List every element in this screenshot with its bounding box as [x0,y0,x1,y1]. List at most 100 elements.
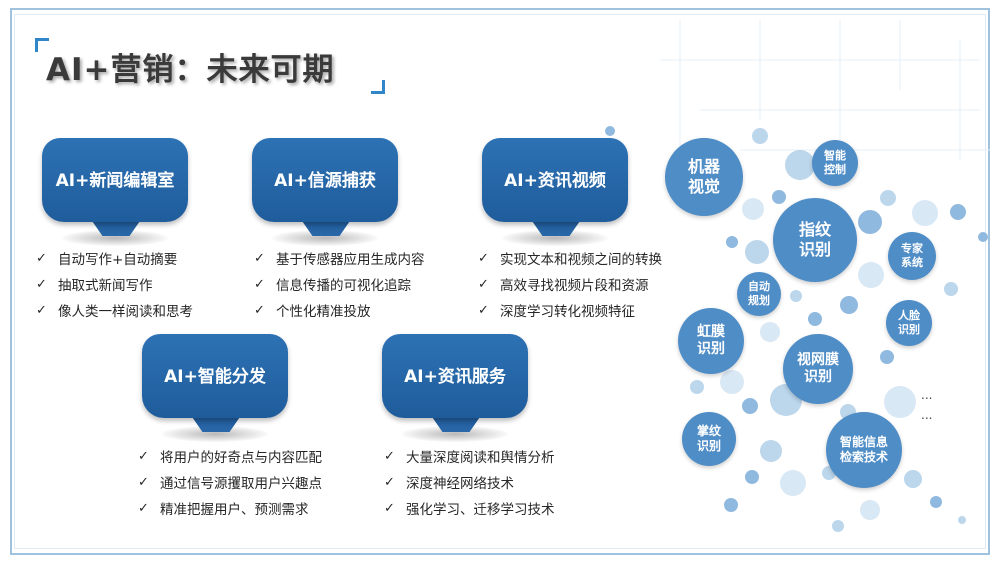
list-item: ✓ 深度学习转化视频特征 [478,297,662,323]
card-newsroom-box: AI+新闻编辑室 [42,138,188,222]
card-label: AI+智能分发 [164,366,266,387]
check-icon: ✓ [478,250,489,266]
card-news-video: AI+资讯视频 [482,138,628,248]
bullet-text: 抽取式新闻写作 [58,278,153,294]
decor-dot [884,386,916,418]
check-icon: ✓ [254,250,265,266]
check-icon: ✓ [478,276,489,292]
bullet-text: 大量深度阅读和舆情分析 [406,450,555,466]
check-icon: ✓ [254,302,265,318]
bullet-text: 高效寻找视频片段和资源 [500,278,649,294]
decor-dot [724,498,738,512]
bullet-text: 将用户的好奇点与内容匹配 [160,450,322,466]
card-shadow [272,230,378,246]
decor-dot [944,282,958,296]
decor-dot [760,322,780,342]
bullet-text: 自动写作+自动摘要 [58,252,178,268]
decor-dot [752,128,768,144]
list-item: ✓ 个性化精准投放 [254,297,425,323]
bullet-text: 精准把握用户、预测需求 [160,502,309,518]
list-item: ✓ 通过信号源攫取用户兴趣点 [138,469,322,495]
smart-distribution-bullets: ✓将用户的好奇点与内容匹配 ✓ 通过信号源攫取用户兴趣点 ✓精准把握用户、预测需求 [138,443,322,521]
list-item: ✓像人类一样阅读和思考 [36,297,193,323]
decor-dot [760,440,782,462]
ellipsis: ... [921,388,933,402]
decor-dot [790,290,802,302]
card-shadow [62,230,168,246]
info-service-bullets: ✓ 大量深度阅读和舆情分析 ✓ 深度神经网络技术 ✓ 强化学习、迁移学习技术 [384,443,555,521]
list-item: ✓将用户的好奇点与内容匹配 [138,443,322,469]
check-icon: ✓ [138,474,149,490]
bubble-machine-vision: 机器视觉 [665,138,743,216]
page-title: AI+营销：未来可期 [46,52,335,88]
decor-dot [912,200,938,226]
list-item: ✓精准把握用户、预测需求 [138,495,322,521]
decor-dot [958,516,966,524]
decor-dot [720,370,744,394]
decor-dot [742,198,764,220]
list-item: ✓实现文本和视频之间的转换 [478,245,662,271]
card-label: AI+信源捕获 [274,170,376,191]
bullet-text: 个性化精准投放 [276,304,371,320]
decor-dot [745,240,769,264]
check-icon: ✓ [384,500,395,516]
decor-dot [950,204,966,220]
decor-dot [745,470,759,484]
bubble-auto-planning: 自动规划 [737,272,781,316]
card-news-video-box: AI+资讯视频 [482,138,628,222]
list-item: ✓抽取式新闻写作 [36,271,193,297]
bullet-text: 信息传播的可视化追踪 [276,278,411,294]
source-capture-bullets: ✓基于传感器应用生成内容 ✓信息传播的可视化追踪 ✓个性化精准投放 [254,245,425,323]
list-item: ✓信息传播的可视化追踪 [254,271,425,297]
check-icon: ✓ [384,474,395,490]
decor-dot [772,190,786,204]
title-bracket-right [371,80,385,94]
decor-dot [880,350,894,364]
slide-inner-frame [14,14,986,549]
card-label: AI+资讯服务 [404,366,506,387]
card-smart-distribution: AI+智能分发 [142,334,288,444]
check-icon: ✓ [478,302,489,318]
card-label: AI+资讯视频 [504,170,606,191]
bullet-text: 通过信号源攫取用户兴趣点 [160,476,322,492]
card-smart-distribution-box: AI+智能分发 [142,334,288,418]
decor-dot [858,210,882,234]
card-tail [430,414,482,432]
card-tail [90,218,142,236]
card-shadow [502,230,608,246]
decor-dot [904,470,922,488]
decor-dot [742,398,758,414]
check-icon: ✓ [36,302,47,318]
decor-dot [785,150,815,180]
bubble-info-retrieval: 智能信息检索技术 [826,412,902,488]
slide-frame [10,8,990,555]
bullet-text: 强化学习、迁移学习技术 [406,502,555,518]
card-tail [190,414,242,432]
decor-dot [978,232,988,242]
bubble-smart-control: 智能控制 [812,140,858,186]
card-tail [530,218,582,236]
decor-dot [832,520,844,532]
list-item: ✓自动写作+自动摘要 [36,245,193,271]
list-item: ✓ 大量深度阅读和舆情分析 [384,443,555,469]
news-video-bullets: ✓实现文本和视频之间的转换 ✓ 高效寻找视频片段和资源 ✓ 深度学习转化视频特征 [478,245,662,323]
bubble-palmprint: 掌纹识别 [682,412,736,466]
bullet-text: 深度神经网络技术 [406,476,514,492]
decor-dot [780,470,806,496]
decor-dot [840,296,858,314]
card-newsroom: AI+新闻编辑室 [42,138,188,248]
bubble-iris: 虹膜识别 [678,308,744,374]
decor-dot [858,262,884,288]
ellipsis: ... [921,408,933,422]
decor-dot [690,380,704,394]
list-item: ✓ 高效寻找视频片段和资源 [478,271,662,297]
decor-dot [726,236,738,248]
list-item: ✓ 深度神经网络技术 [384,469,555,495]
list-item: ✓ 强化学习、迁移学习技术 [384,495,555,521]
decor-dot [808,312,822,326]
bullet-text: 深度学习转化视频特征 [500,304,635,320]
check-icon: ✓ [384,448,395,464]
bubble-fingerprint: 指纹识别 [773,198,857,282]
card-shadow [402,426,508,442]
